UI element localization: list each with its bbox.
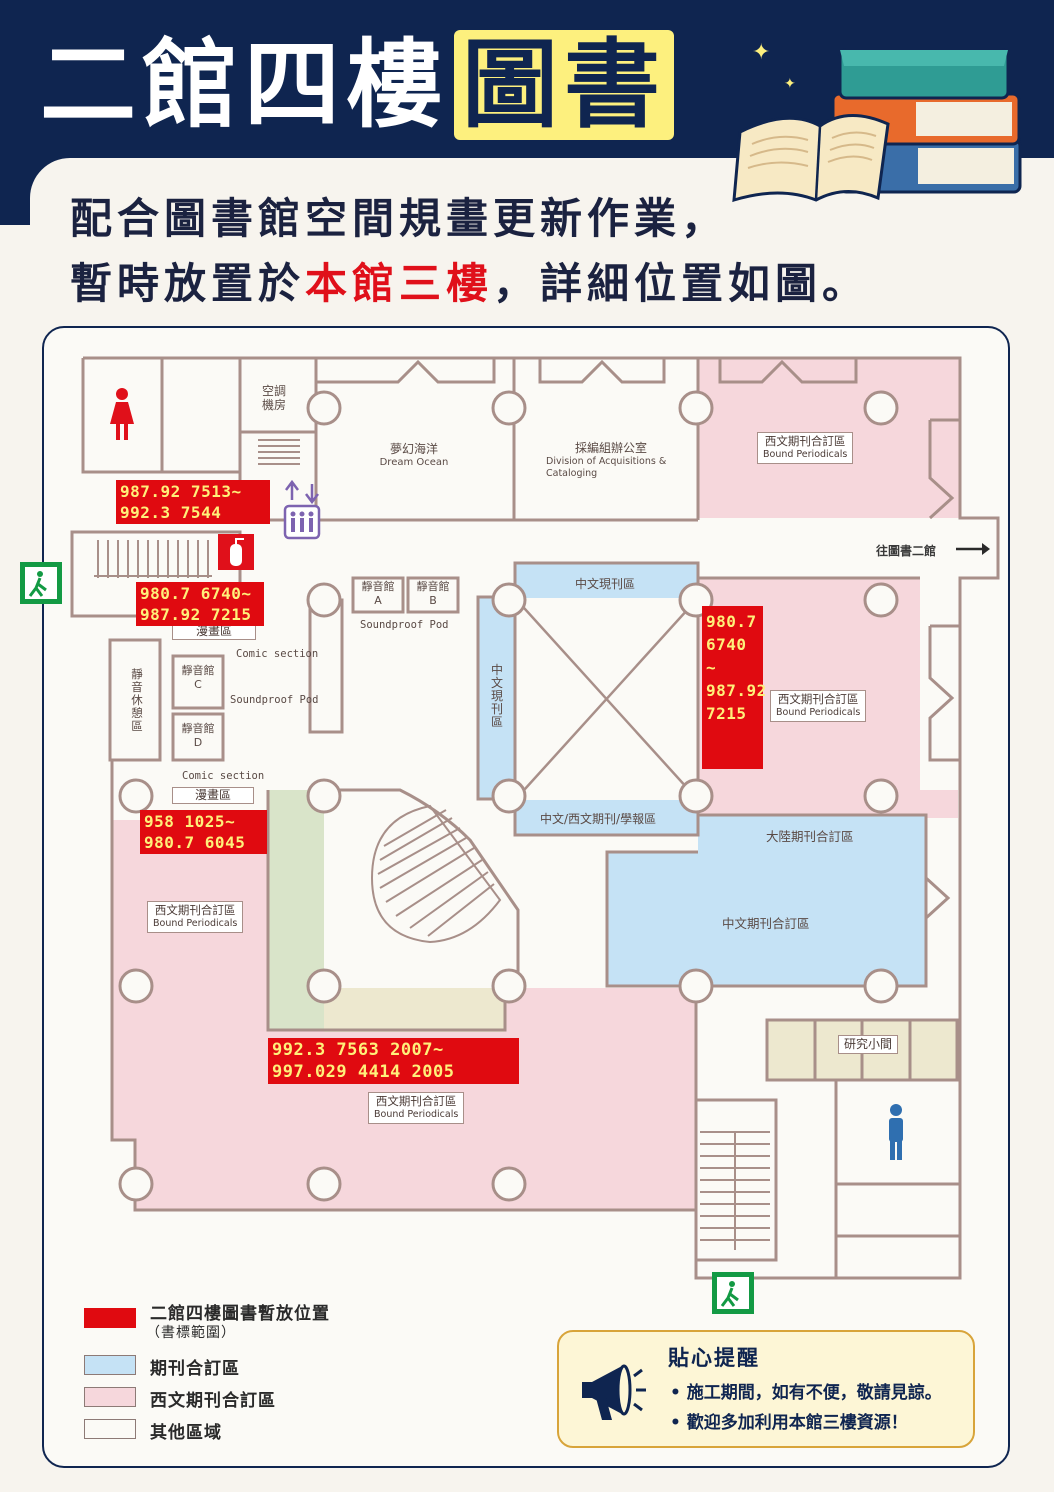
study-room-label: 研究小間	[838, 1035, 899, 1054]
legend-swatch-temp-location	[84, 1308, 136, 1328]
female-restroom-icon	[110, 388, 134, 440]
elevator-icon	[283, 479, 321, 540]
sparkle-icon: ✦	[784, 76, 796, 92]
call-number-tag: 958 1025~ 980.7 6045	[140, 810, 267, 854]
subtitle-line-2: 暫時放置於本館三樓，詳細位置如圖。	[70, 259, 870, 308]
title-text: 二館四樓	[40, 29, 448, 141]
reminder-title: 貼心提醒	[668, 1346, 760, 1370]
legend-label-other: 其他區域	[150, 1423, 222, 1443]
open-book-icon	[732, 114, 890, 203]
legend-note-call-range: （書標範圍）	[146, 1325, 236, 1341]
sparkle-icon: ✦	[752, 40, 771, 65]
pod-b-label: 靜音館 B	[416, 580, 450, 607]
emergency-exit-icon	[712, 1272, 754, 1314]
subtitle-line-1: 配合圖書館空間規畫更新作業，	[70, 194, 729, 243]
legend-label-western-bound: 西文期刊合訂區	[150, 1391, 276, 1411]
megaphone-icon	[582, 1364, 646, 1420]
soundproof-pod-label: Soundproof Pod	[360, 619, 449, 631]
male-restroom-icon	[889, 1104, 903, 1160]
comic-section-en-label: Comic section	[236, 648, 319, 660]
pod-d-label: 靜音館 D	[181, 722, 215, 749]
emergency-exit-icon	[20, 562, 62, 604]
fire-extinguisher-icon	[218, 534, 254, 570]
quiet-lounge-label: 靜 音 休 憩 區	[131, 667, 143, 733]
legend-swatch-other	[84, 1419, 136, 1439]
legend-label-temp-location: 二館四樓圖書暫放位置	[150, 1304, 330, 1324]
call-number-tag: 980.7 6740 ~ 987.92 7215	[702, 606, 766, 769]
comic-section-label: 漫畫區	[172, 787, 254, 804]
legend-swatch-western-bound	[84, 1387, 136, 1407]
comic-section-en-label: Comic section	[182, 770, 265, 782]
label-to-library-2: 往圖書二館	[876, 544, 937, 558]
call-number-tag: 980.7 6740~ 987.92 7215	[136, 582, 264, 626]
soundproof-pod-label: Soundproof Pod	[230, 694, 319, 706]
legend-label-periodicals: 期刊合訂區	[150, 1359, 240, 1379]
pod-c-label: 靜音館 C	[181, 664, 215, 691]
pillars	[118, 390, 899, 1202]
reminder-box	[557, 1330, 975, 1448]
room-label-hvac: 空調 機房	[262, 384, 287, 412]
call-number-tag: 987.92 7513~ 992.3 7544	[116, 480, 270, 524]
comic-section-label: 漫畫區	[172, 623, 256, 640]
arrow-right-icon	[956, 543, 990, 555]
call-number-tag: 992.3 7563 2007~ 997.029 4414 2005	[268, 1038, 519, 1084]
books-illustration	[732, 48, 1022, 203]
stairs-icon	[94, 439, 770, 1250]
walls	[70, 356, 1000, 1280]
reminder-item: • 歡迎多加利用本館三樓資源！	[670, 1413, 908, 1433]
cn-current-periodicals-vertical-label: 中 文 現 刊 區	[490, 663, 503, 729]
page-title: 二館四樓圖書	[40, 30, 674, 140]
mainland-bound-label: 大陸期刊合訂區	[766, 829, 854, 844]
cn-west-journals-label: 中文/西文期刊/學報區	[540, 812, 657, 826]
cn-current-periodicals-label: 中文現刊區	[575, 577, 636, 591]
atrium-void	[514, 597, 699, 801]
cn-bound-label: 中文期刊合訂區	[722, 916, 810, 931]
pod-a-label: 靜音館 A	[361, 580, 395, 607]
subtitle-highlight: 本館三樓	[305, 259, 494, 308]
legend-swatch-periodicals	[84, 1355, 136, 1375]
reminder-item: • 施工期間，如有不便，敬請見諒。	[670, 1383, 942, 1403]
title-highlight: 圖書	[454, 30, 674, 140]
